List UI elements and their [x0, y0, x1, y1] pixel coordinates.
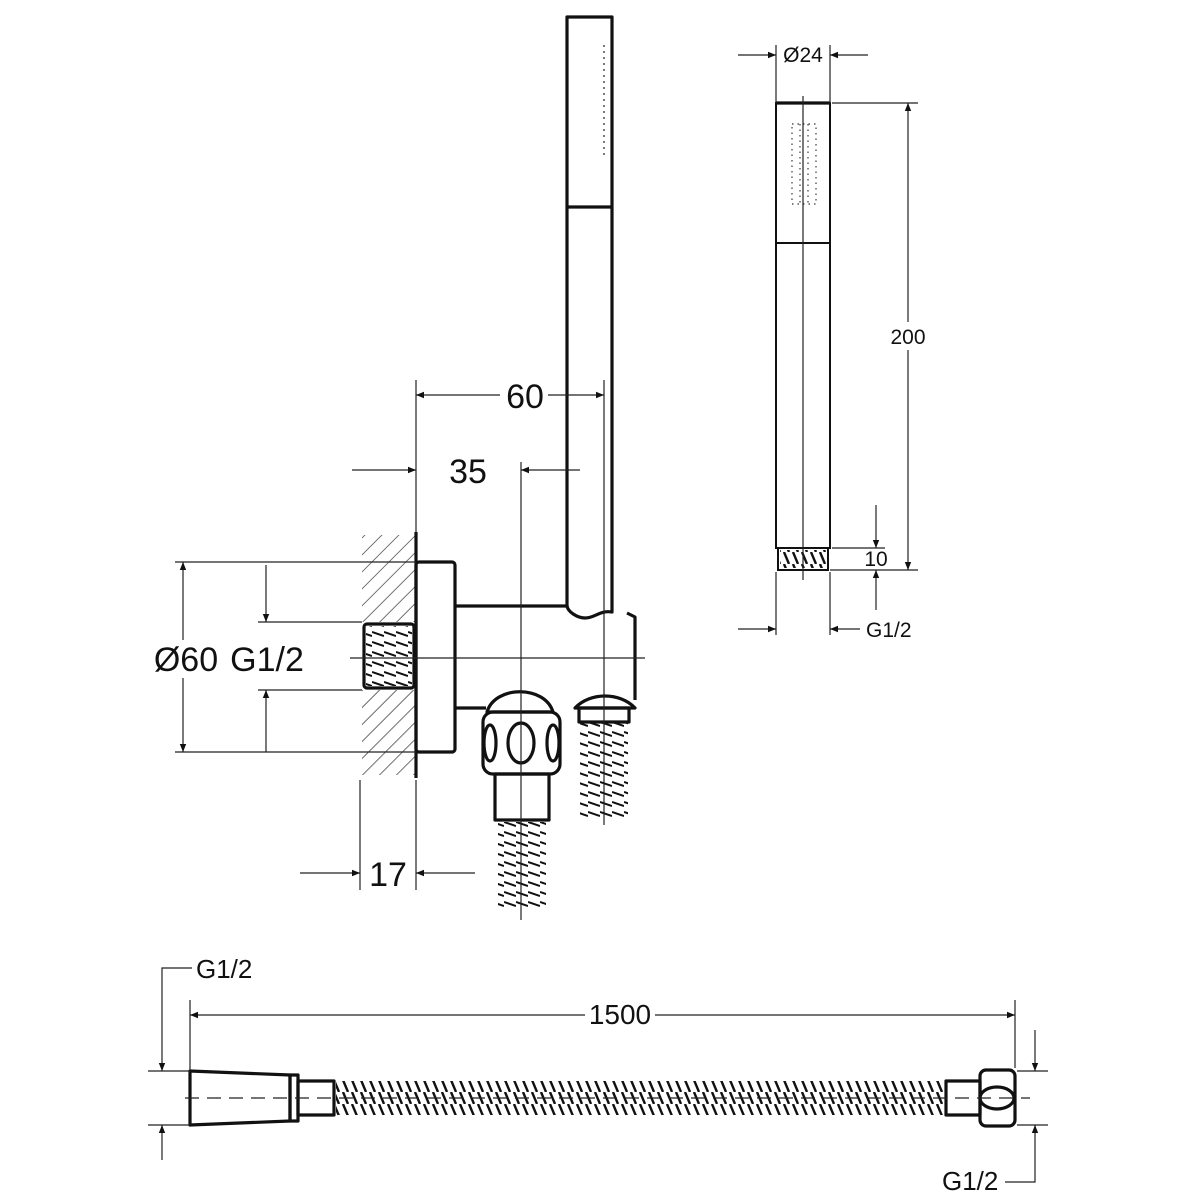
- hose-down: [498, 822, 546, 910]
- dim-10-label: 10: [864, 548, 887, 571]
- nut-dome: [485, 690, 555, 714]
- dim-60-label: 60: [506, 378, 544, 416]
- wall-plate: [414, 560, 457, 754]
- dim-diameter-24-label: Ø24: [783, 44, 823, 67]
- spray-nozzles: [791, 123, 817, 205]
- dim-1500-label: 1500: [589, 999, 651, 1030]
- dim-35-label: 35: [449, 453, 487, 491]
- front-view: 60 35 17 Ø60 G1/2: [154, 15, 645, 920]
- hose-view: 1500 G1/2 G1/2: [148, 954, 1048, 1196]
- holder-body: [455, 604, 637, 710]
- thread-nipple: [362, 622, 416, 690]
- hose-thread-left-label: G1/2: [196, 954, 252, 984]
- hose-ferrule: [493, 772, 551, 822]
- hand-shower: [565, 15, 614, 620]
- side-view: Ø24 200 10 G1/2: [738, 44, 926, 642]
- dim-diameter-60-label: Ø60: [154, 641, 218, 679]
- dim-17-label: 17: [369, 856, 407, 894]
- side-thread-label: G1/2: [866, 619, 912, 642]
- dim-200-label: 200: [890, 326, 925, 349]
- hose-thread-right-label: G1/2: [942, 1166, 998, 1196]
- dim-thread-label: G1/2: [230, 641, 304, 679]
- outlet-collar: [573, 694, 637, 710]
